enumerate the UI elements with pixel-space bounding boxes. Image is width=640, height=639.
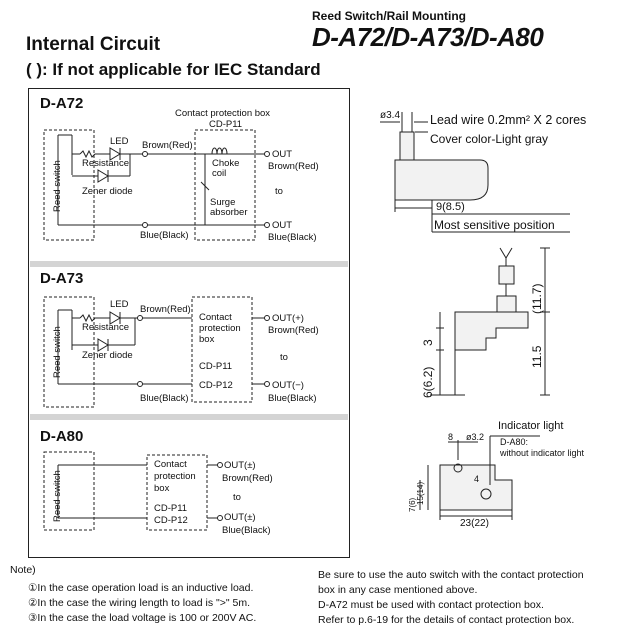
protection-box-outline bbox=[194, 129, 256, 241]
cd-p12-label: CD-P12 bbox=[154, 515, 188, 526]
iec-note: ( ): If not applicable for IEC Standard bbox=[26, 60, 321, 79]
dimension-label: 11.5 bbox=[530, 345, 544, 368]
dimension-label: 7(6) bbox=[408, 497, 417, 512]
lead-wire-label: Lead wire 0.2mm² X 2 cores bbox=[430, 113, 587, 127]
out-label: OUT(+) bbox=[272, 313, 304, 324]
diameter-label: ø3.4 bbox=[380, 110, 401, 121]
out-label: OUT bbox=[272, 149, 293, 160]
to-label: to bbox=[275, 186, 283, 197]
series-subtitle: Reed Switch/Rail Mounting bbox=[312, 9, 467, 23]
out-label: OUT bbox=[272, 220, 293, 231]
a80-note: without indicator light bbox=[500, 448, 585, 458]
note-text: D-A72 must be used with contact protecti… bbox=[318, 599, 544, 611]
resistance-label: Resistance bbox=[82, 322, 129, 333]
note-item: ③In the case the load voltage is 100 or … bbox=[28, 612, 257, 624]
out-color-label: Blue(Black) bbox=[268, 232, 317, 243]
led-label: LED bbox=[110, 299, 129, 310]
section-divider bbox=[30, 261, 348, 267]
brown-wire-label: Brown(Red) bbox=[140, 304, 191, 315]
dimension-label: 4 bbox=[474, 474, 480, 484]
dimension-label: 23(22) bbox=[460, 518, 489, 529]
note-item: ①In the case operation load is an induct… bbox=[28, 582, 254, 594]
out-label: OUT(−) bbox=[272, 380, 304, 391]
page-title: Internal Circuit bbox=[26, 34, 161, 55]
led-label: LED bbox=[110, 136, 129, 147]
cd-p11-label: CD-P11 bbox=[154, 503, 188, 514]
a80-label: D-A80: bbox=[500, 437, 529, 447]
cp-label: box bbox=[199, 334, 215, 345]
dimension-label: (11.7) bbox=[530, 283, 544, 314]
note-text: Refer to p.6-19 for the details of conta… bbox=[318, 614, 575, 626]
sensitive-position-label: Most sensitive position bbox=[434, 218, 555, 232]
cp-label: Contact bbox=[199, 312, 232, 323]
note-item: ②In the case the wiring length to load i… bbox=[28, 597, 251, 609]
brown-wire-label: Brown(Red) bbox=[142, 140, 193, 151]
surge-label: Surge bbox=[210, 197, 236, 208]
out-color-label: Blue(Black) bbox=[222, 525, 271, 536]
cp-label: protection bbox=[199, 323, 241, 334]
cd-p11-label: CD-P11 bbox=[199, 361, 233, 372]
notes-title: Note) bbox=[10, 564, 36, 576]
note-text: Be sure to use the auto switch with the … bbox=[318, 569, 584, 581]
zener-label: Zener diode bbox=[82, 350, 133, 361]
section-title-a80: D-A80 bbox=[40, 428, 84, 445]
model-numbers: D-A72/D-A73/D-A80 bbox=[312, 22, 544, 52]
to-label: to bbox=[280, 352, 288, 363]
protection-box-label: Contact protection box bbox=[175, 108, 271, 119]
dimension-label: ø3.2 bbox=[466, 432, 485, 442]
out-label: OUT(±) bbox=[224, 512, 256, 523]
dimension-label: 8 bbox=[448, 432, 454, 442]
note-text: box in any case mentioned above. bbox=[318, 584, 478, 596]
cd-p11-label: CD-P11 bbox=[209, 119, 243, 130]
out-color-label: Brown(Red) bbox=[268, 161, 319, 172]
cp-label: protection bbox=[154, 471, 196, 482]
out-color-label: Brown(Red) bbox=[268, 325, 319, 336]
out-label: OUT(±) bbox=[224, 460, 256, 471]
internal-circuit-panel bbox=[28, 88, 350, 558]
out-color-label: Brown(Red) bbox=[222, 473, 273, 484]
cp-label: box bbox=[154, 483, 170, 494]
to-label: to bbox=[233, 492, 241, 503]
coil-label: coil bbox=[212, 168, 227, 179]
resistance-label: Resistance bbox=[82, 158, 129, 169]
absorber-label: absorber bbox=[210, 207, 248, 218]
cp-label: Contact bbox=[154, 459, 187, 470]
section-divider bbox=[30, 414, 348, 420]
dimension-label: 15(14) bbox=[416, 481, 425, 505]
dimension-label: 6(6.2) bbox=[421, 366, 435, 398]
dimension-label: 3 bbox=[421, 339, 435, 346]
zener-label: Zener diode bbox=[82, 186, 133, 197]
cover-color-label: Cover color-Light gray bbox=[430, 132, 549, 146]
reed-switch-box bbox=[43, 129, 95, 241]
section-title-a73: D-A73 bbox=[40, 270, 84, 287]
choke-label: Choke bbox=[212, 158, 240, 169]
blue-wire-label: Blue(Black) bbox=[140, 393, 189, 404]
blue-wire-label: Blue(Black) bbox=[140, 230, 189, 241]
dimension-label: 9(8.5) bbox=[436, 201, 465, 213]
cd-p12-label: CD-P12 bbox=[199, 380, 233, 391]
out-color-label: Blue(Black) bbox=[268, 393, 317, 404]
section-title-a72: D-A72 bbox=[40, 95, 84, 112]
indicator-light-label: Indicator light bbox=[498, 420, 564, 432]
